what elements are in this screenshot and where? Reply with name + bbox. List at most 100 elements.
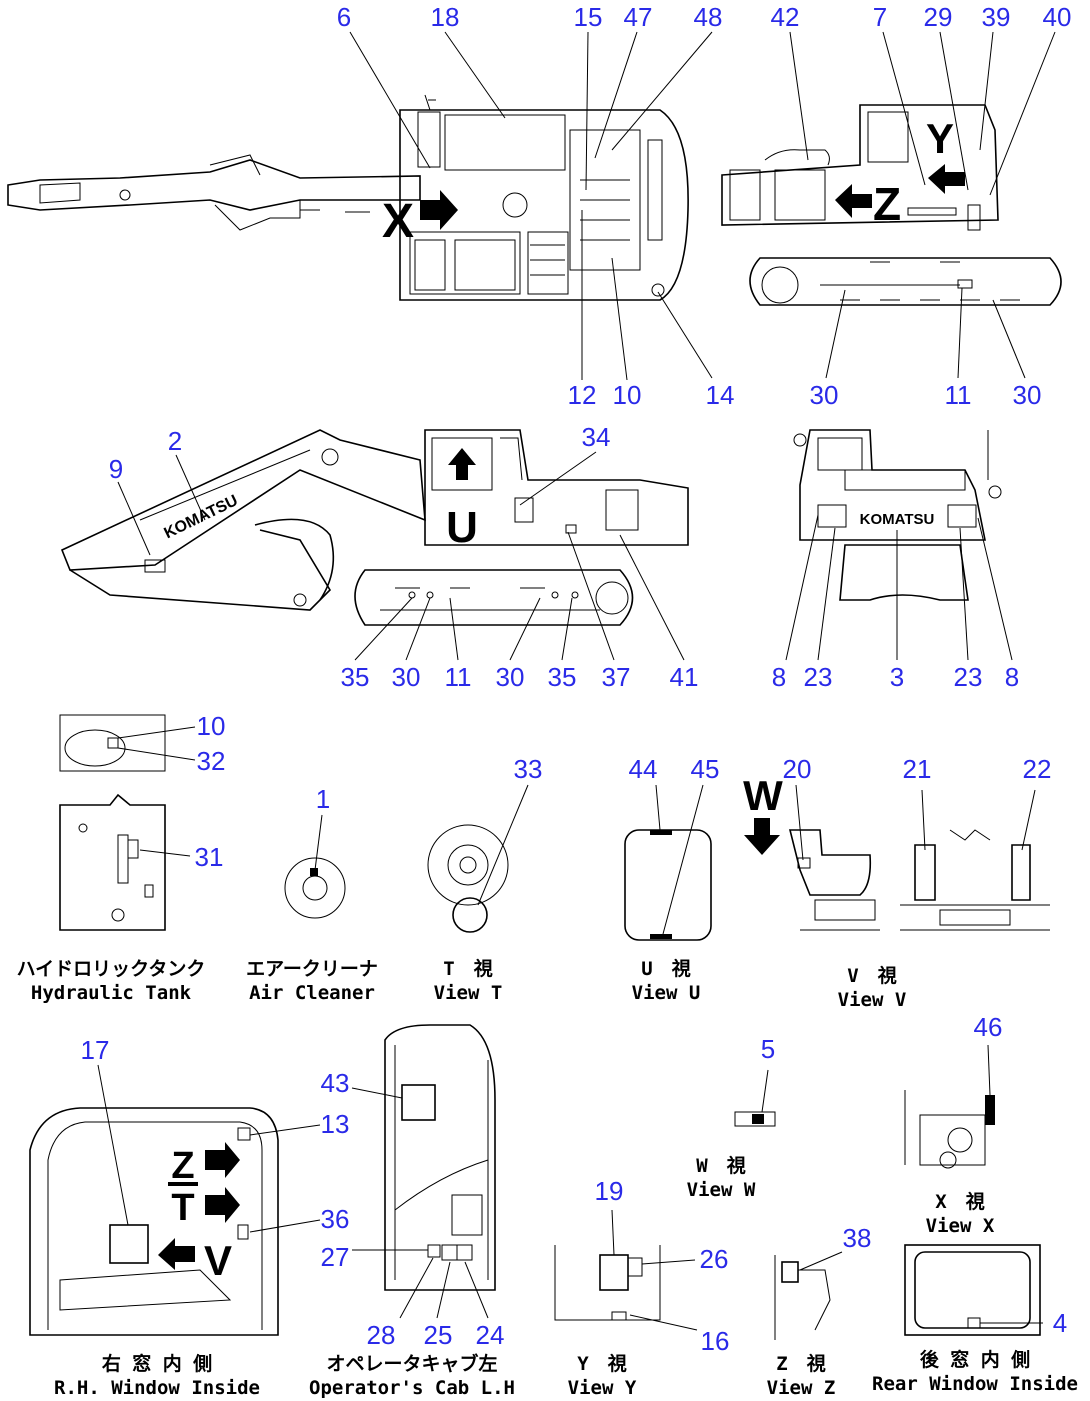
top-view-machine: X — [7, 94, 689, 301]
callout-15: 15 — [574, 2, 603, 32]
callout-35: 35 — [341, 662, 370, 692]
callout-30d: 30 — [496, 662, 525, 692]
callout-26: 26 — [700, 1244, 729, 1274]
callout-34: 34 — [582, 422, 611, 452]
rear-window — [904, 1244, 1043, 1336]
callout-46: 46 — [974, 1012, 1003, 1042]
callout-25: 25 — [424, 1320, 453, 1350]
callout-27: 27 — [321, 1242, 350, 1272]
caption-rh-window-en: R.H. Window Inside — [54, 1377, 260, 1399]
callout-41: 41 — [670, 662, 699, 692]
leaders-rear — [785, 514, 1013, 661]
view-v-pedals — [900, 789, 1050, 931]
callout-2: 2 — [168, 426, 182, 456]
callout-1: 1 — [316, 784, 330, 814]
caption-view-z-jp: Z 視 — [776, 1352, 825, 1375]
callout-10b: 10 — [197, 711, 226, 741]
mark-z: Z — [873, 178, 901, 230]
callout-30b: 30 — [1013, 380, 1042, 410]
caption-view-x-jp: X 視 — [935, 1190, 984, 1213]
caption-view-v-en: View V — [838, 989, 907, 1011]
rh-window: Z T V — [29, 1064, 321, 1336]
callout-38: 38 — [843, 1223, 872, 1253]
callout-8b: 8 — [1005, 662, 1019, 692]
mark-y: Y — [926, 115, 954, 162]
callout-19: 19 — [595, 1176, 624, 1206]
caption-view-w-en: View W — [687, 1179, 756, 1201]
callout-29: 29 — [924, 2, 953, 32]
callout-48: 48 — [694, 2, 723, 32]
caption-rh-window-jp: 右 窓 内 側 — [101, 1352, 212, 1375]
view-u — [624, 784, 712, 941]
mark-u: U — [446, 503, 478, 552]
caption-hydraulic-tank-en: Hydraulic Tank — [31, 982, 192, 1004]
callout-42: 42 — [771, 2, 800, 32]
captions: ハイドロリックタンク Hydraulic Tank エアークリーナ Air Cl… — [17, 957, 1078, 1399]
caption-cab-lh-en: Operator's Cab L.H — [309, 1377, 515, 1399]
mark-w: W — [743, 772, 783, 819]
rear-view-machine: KOMATSU — [793, 429, 1002, 601]
view-t — [427, 784, 529, 933]
caption-view-u-jp: U 視 — [641, 957, 690, 980]
caption-view-y-jp: Y 視 — [577, 1352, 626, 1375]
callout-43: 43 — [321, 1068, 350, 1098]
callout-20: 20 — [783, 754, 812, 784]
callout-36: 36 — [321, 1204, 350, 1234]
mark-z2: Z — [171, 1145, 194, 1187]
callout-30: 30 — [810, 380, 839, 410]
rear-logo: KOMATSU — [860, 511, 935, 528]
callout-numbers: 6 18 15 47 48 42 7 29 39 40 12 10 14 30 … — [81, 2, 1072, 1356]
view-w — [734, 1069, 776, 1127]
callout-3: 3 — [890, 662, 904, 692]
callout-18: 18 — [431, 2, 460, 32]
view-z — [774, 1251, 843, 1340]
side-view-machine: Y Z — [721, 104, 1062, 306]
callout-23b: 23 — [954, 662, 983, 692]
callout-6: 6 — [337, 2, 351, 32]
leaders-second-left — [117, 451, 685, 661]
callout-30c: 30 — [392, 662, 421, 692]
leaders-top-right — [789, 31, 1056, 379]
callout-16: 16 — [701, 1326, 730, 1356]
lh-view-machine: KOMATSU U — [60, 429, 689, 626]
caption-air-cleaner-jp: エアークリーナ — [246, 958, 378, 980]
caption-view-w-jp: W 視 — [696, 1154, 745, 1177]
callout-39: 39 — [982, 2, 1011, 32]
hydraulic-tank — [59, 793, 191, 931]
callout-21: 21 — [903, 754, 932, 784]
callout-4: 4 — [1053, 1308, 1067, 1338]
callout-31: 31 — [195, 842, 224, 872]
callout-11: 11 — [945, 380, 972, 410]
view-y — [554, 1209, 698, 1331]
mark-x: X — [382, 195, 414, 248]
callout-17: 17 — [81, 1035, 110, 1065]
callout-35b: 35 — [548, 662, 577, 692]
callout-12: 12 — [568, 380, 597, 410]
callout-45: 45 — [691, 754, 720, 784]
callout-28: 28 — [367, 1320, 396, 1350]
caption-view-y-en: View Y — [568, 1377, 637, 1399]
caption-view-v-jp: V 視 — [847, 964, 896, 987]
callout-33: 33 — [514, 754, 543, 784]
callout-5: 5 — [761, 1034, 775, 1064]
cab-lh — [351, 1024, 496, 1319]
caption-hydraulic-tank-jp: ハイドロリックタンク — [17, 958, 206, 980]
callout-13: 13 — [321, 1109, 350, 1139]
callout-47: 47 — [624, 2, 653, 32]
caption-view-t-jp: T 視 — [443, 957, 492, 980]
callout-7: 7 — [873, 2, 887, 32]
caption-view-t-en: View T — [434, 982, 503, 1004]
gauge-panel — [59, 714, 196, 772]
callout-37: 37 — [602, 662, 631, 692]
callout-11b: 11 — [445, 662, 472, 692]
caption-view-x-en: View X — [926, 1215, 995, 1237]
mark-t: T — [171, 1187, 194, 1229]
air-cleaner — [284, 814, 346, 919]
callout-9: 9 — [109, 454, 123, 484]
callout-22: 22 — [1023, 754, 1052, 784]
mark-v: V — [204, 1237, 232, 1284]
caption-rear-window-jp: 後 窓 内 側 — [920, 1348, 1030, 1371]
leaders-top-left — [349, 31, 713, 381]
callout-8: 8 — [772, 662, 786, 692]
